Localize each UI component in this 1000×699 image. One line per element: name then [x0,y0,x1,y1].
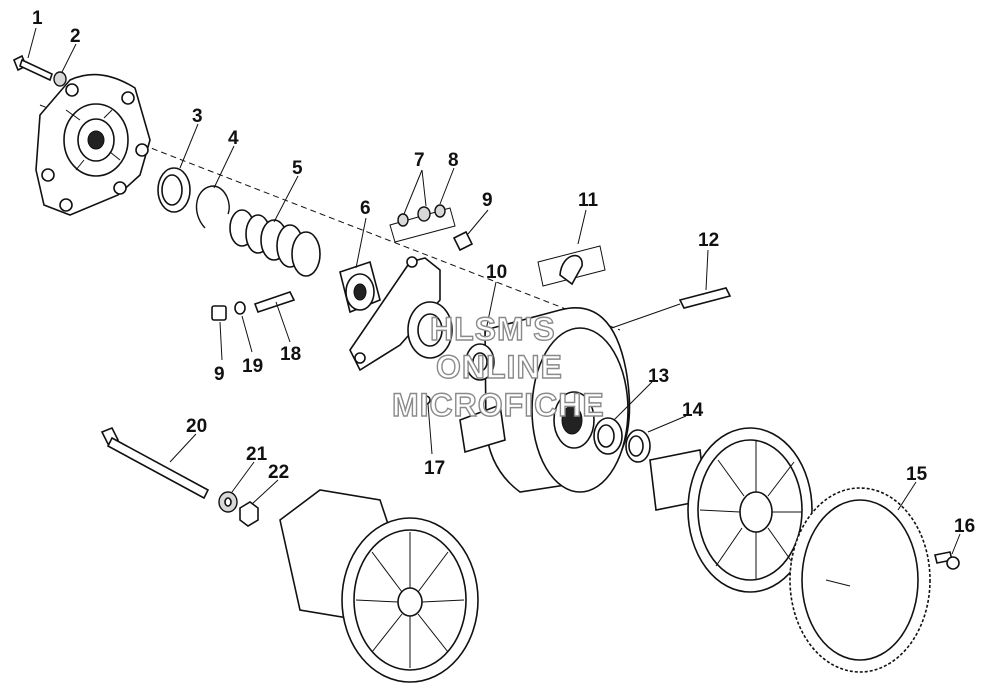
callout-7: 7 [414,150,425,171]
callout-1: 1 [32,8,43,29]
callout-9-upper: 9 [482,190,493,211]
part-9-pin-cap-upper [452,230,474,252]
part-5-spring [229,209,321,277]
callout-6: 6 [360,198,371,219]
part-18-shaft-pin [253,291,296,314]
clutch-cover-plate [35,73,151,216]
callout-20: 20 [186,416,207,437]
callout-9-lower: 9 [214,364,225,385]
part-9-pin-cap-lower [211,305,227,321]
callout-14: 14 [682,400,704,421]
part-11-clip [537,245,606,287]
callout-4: 4 [228,128,239,149]
part-13-bushing [593,417,623,455]
part-17-pin [421,395,431,405]
callout-22: 22 [268,462,289,483]
callout-3: 3 [192,106,203,127]
watermark: HLSM'S ONLINE MICROFICHE [391,310,605,423]
part-14-ring [625,429,651,463]
part-1-bolt [12,54,53,82]
part-22-nut [239,501,259,527]
part-6-roller [339,260,381,314]
part-19-o-ring [234,301,246,315]
part-4-snap-ring [195,185,230,229]
part-3-bushing [157,167,191,213]
callout-5: 5 [292,158,303,179]
callout-10: 10 [486,262,507,283]
callout-2: 2 [70,26,81,47]
watermark-line-3: MICROFICHE [392,387,605,423]
callout-15: 15 [906,464,928,485]
part-16-screw [934,551,960,570]
leader-lines [27,27,961,555]
fixed-sheave [649,427,813,593]
callout-8: 8 [448,150,459,171]
part-21-washer [218,491,238,513]
callout-11: 11 [578,190,599,211]
part-15-ring-gear [789,487,931,673]
callout-17: 17 [424,458,445,479]
part-10-washer [465,343,495,381]
part-12-pin [605,287,732,331]
drive-clutch-assembly [279,489,479,683]
callout-numbers: 1 2 3 4 5 6 7 8 9 9 10 11 12 13 14 15 16… [32,8,975,537]
part-7-8-washers [389,204,456,243]
watermark-line-1: HLSM'S [430,311,556,347]
part-20-long-bolt [100,426,210,500]
callout-13: 13 [648,366,669,387]
part-2-washer [53,71,67,87]
callout-18: 18 [280,344,301,365]
spider-arm-assembly [349,256,453,372]
callout-21: 21 [246,444,268,465]
callout-19: 19 [242,356,263,377]
callout-16: 16 [954,516,975,537]
watermark-line-2: ONLINE [436,349,563,385]
callout-12: 12 [698,230,719,251]
